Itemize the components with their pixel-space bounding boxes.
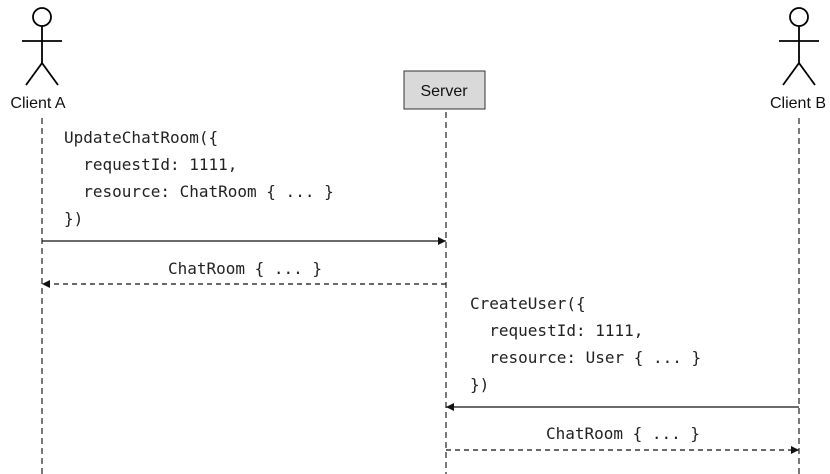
update-request-line-2: requestId: 1111, xyxy=(64,155,237,174)
server-label: Server xyxy=(420,83,468,100)
client-b-actor-icon xyxy=(779,7,819,86)
client-a-label: Client A xyxy=(10,95,65,112)
create-request-line-4: }) xyxy=(470,375,489,394)
create-request-line-3: resource: User { ... } xyxy=(470,348,701,367)
update-request-line-1: UpdateChatRoom({ xyxy=(64,128,218,147)
update-request-line-3: resource: ChatRoom { ... } xyxy=(64,182,334,201)
client-a-actor-icon xyxy=(22,7,62,86)
update-response-label: ChatRoom { ... } xyxy=(168,259,322,278)
create-request-line-1: CreateUser({ xyxy=(470,294,586,313)
create-request-line-2: requestId: 1111, xyxy=(470,321,643,340)
create-response-label: ChatRoom { ... } xyxy=(546,424,700,443)
update-request-line-4: }) xyxy=(64,209,83,228)
client-b-label: Client B xyxy=(770,95,826,112)
server-box xyxy=(403,70,486,110)
